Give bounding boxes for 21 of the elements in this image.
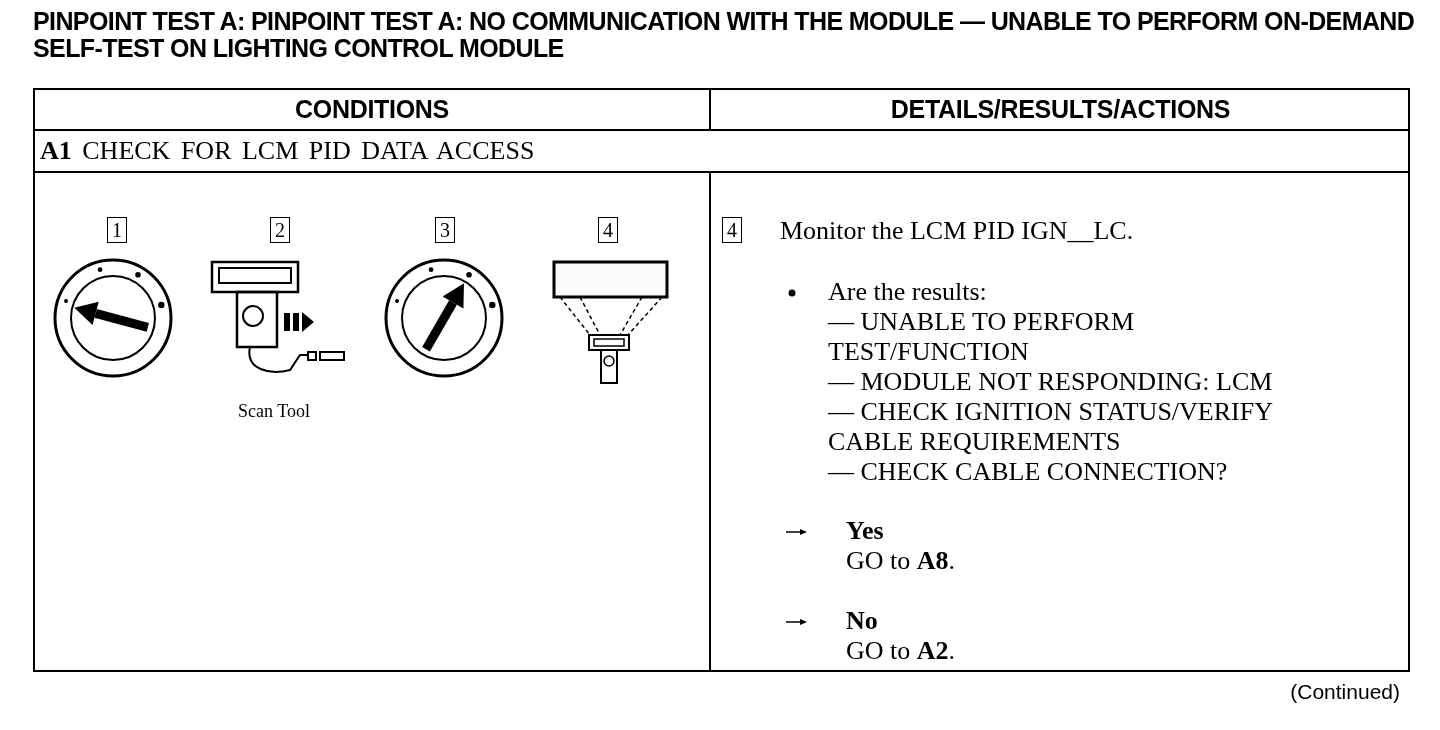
title: PINPOINT TEST A: PINPOINT TEST A: NO COMMUNICATION WITH THE MODULE — UNABLE TO PERFORM ON-DEMAND SELF-TEST ON LIGHTING CONTROL MODULE <box>33 8 1416 62</box>
callout-number: 2 <box>270 217 290 243</box>
callout-number: 3 <box>435 217 455 243</box>
callout-number: 1 <box>107 217 127 243</box>
result-option: — UNABLE TO PERFORM TEST/FUNCTION <box>828 307 1208 367</box>
result-option: — MODULE NOT RESPONDING: LCM <box>828 367 1273 397</box>
column-header: CONDITIONS <box>294 94 450 125</box>
instruction-text: Monitor the LCM PID IGN__LC. <box>780 216 1134 246</box>
question-text: Are the results: <box>828 277 987 307</box>
drawing-caption: Scan Tool <box>238 400 310 422</box>
result-option: — CHECK IGNITION STATUS/VERIFY CABLE REQUIREMENTS <box>828 397 1358 457</box>
step-heading: A1 CHECK FOR LCM PID DATA ACCESS <box>40 135 536 167</box>
column-header: DETAILS/RESULTS/ACTIONS <box>889 94 1232 125</box>
result-option: — CHECK CABLE CONNECTION? <box>828 457 1228 487</box>
action-text: GO to A8. <box>846 546 956 576</box>
action-text: GO to A2. <box>846 636 956 666</box>
answer-text: Yes <box>846 516 884 546</box>
answer-text: No <box>846 606 878 636</box>
continued-note: (Continued) <box>1289 679 1400 705</box>
callout-number: 4 <box>598 217 618 243</box>
callout-number: 4 <box>722 217 742 243</box>
